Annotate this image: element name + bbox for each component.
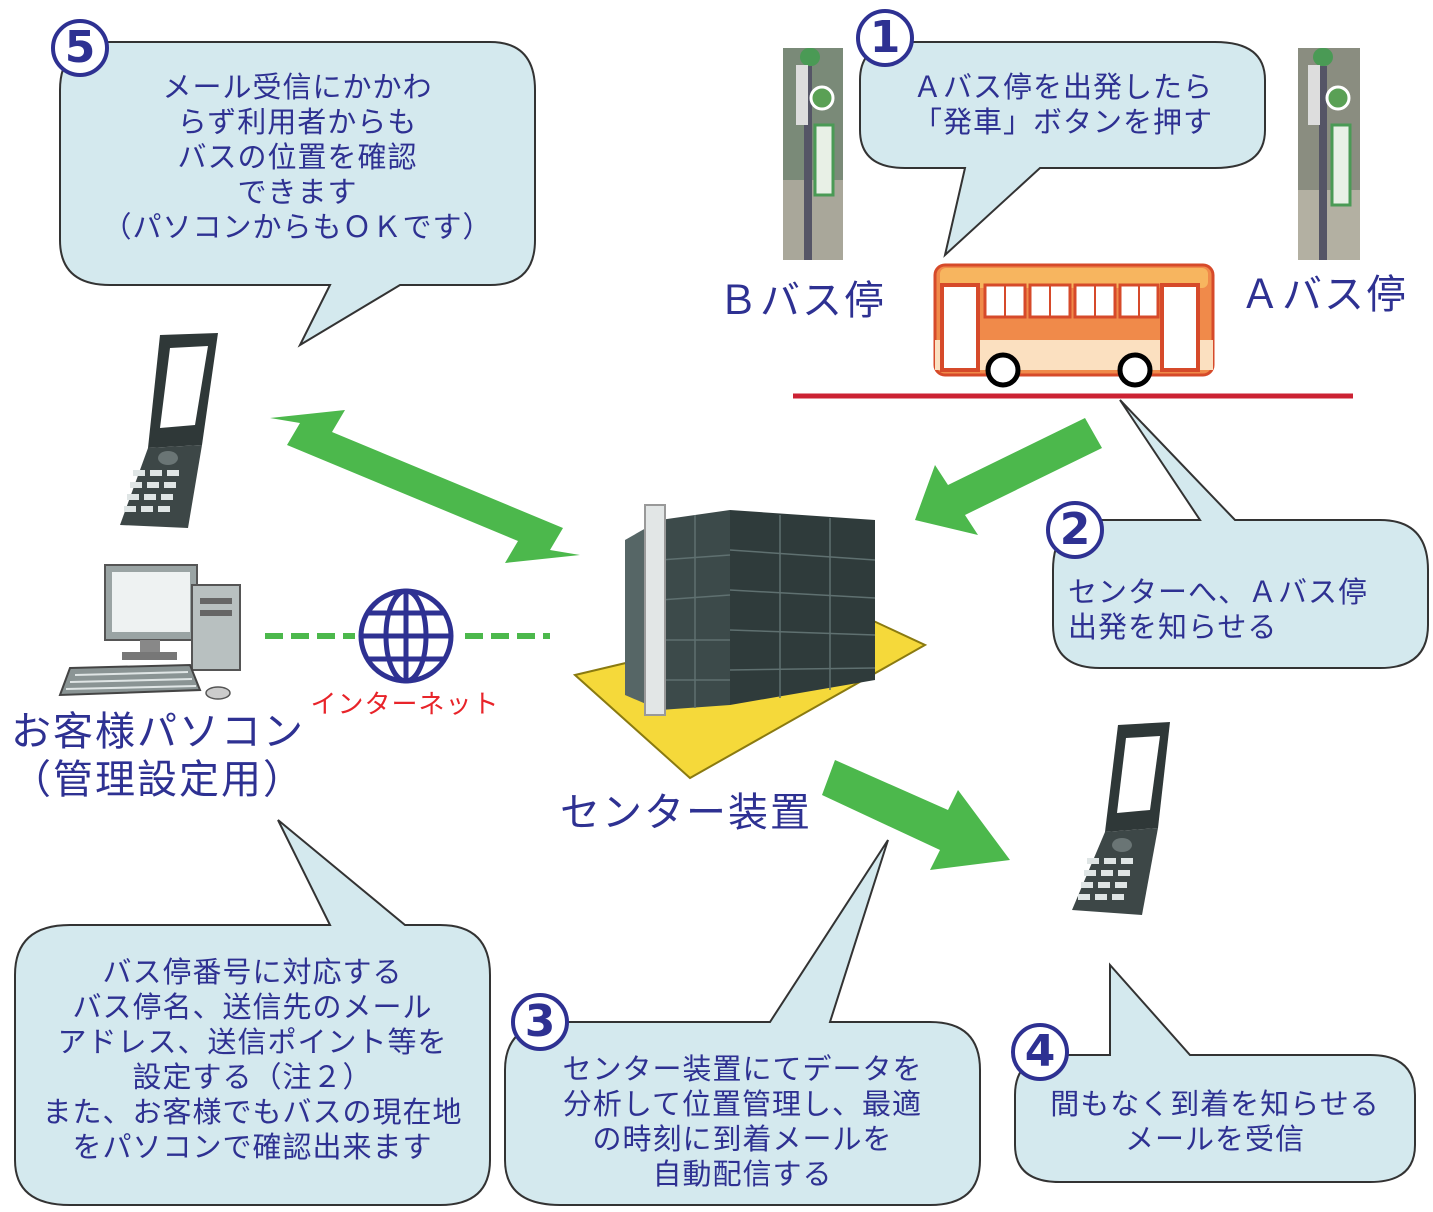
step2-text: センターへ、Ａバス停 出発を知らせる bbox=[1068, 575, 1369, 644]
step5-text: メール受信にかかわ らず利用者からも バスの位置を確認 できます （パソコンから… bbox=[102, 70, 493, 244]
mobile-phone-bottom bbox=[1072, 722, 1170, 915]
globe-icon bbox=[358, 588, 454, 684]
step4-circle bbox=[1011, 1023, 1069, 1081]
step2-circle bbox=[1046, 501, 1104, 559]
step1-circle bbox=[856, 9, 914, 67]
step3-text: センター装置にてデータを 分析して位置管理し、最適 の時刻に到着メールを 自動配… bbox=[562, 1052, 923, 1191]
step1-number: 1 bbox=[869, 12, 901, 63]
bubble-step1 bbox=[859, 41, 1266, 258]
internet-label: インターネット bbox=[310, 690, 500, 720]
bus-illustration bbox=[933, 263, 1215, 388]
arrow-bus-center bbox=[915, 418, 1102, 535]
customer-pc-label: お客様パソコン （管理設定用） bbox=[11, 709, 305, 803]
step4-text: 間もなく到着を知らせる メールを受信 bbox=[1050, 1087, 1380, 1156]
bubble-step2 bbox=[1052, 399, 1429, 669]
step4-number: 4 bbox=[1024, 1026, 1056, 1077]
bubble-step4 bbox=[1014, 962, 1416, 1183]
arrow-center-phone bbox=[822, 760, 1010, 870]
step3-circle bbox=[511, 993, 569, 1051]
bus-stop-a-photo bbox=[1298, 48, 1360, 260]
bus-stop-a-label: Ａバス停 bbox=[1240, 272, 1408, 318]
note-text: バス停番号に対応する バス停名、送信先のメール アドレス、送信ポイント等を 設定… bbox=[42, 955, 463, 1164]
desktop-pc bbox=[58, 564, 241, 700]
step2-number: 2 bbox=[1059, 504, 1091, 555]
bubble-note bbox=[14, 819, 491, 1206]
bubble-step3 bbox=[504, 839, 981, 1206]
step1-text: Ａバス停を出発したら 「発車」ボタンを押す bbox=[912, 70, 1213, 139]
center-label: センター装置 bbox=[560, 790, 812, 836]
center-server-building bbox=[572, 504, 928, 780]
step5-number: 5 bbox=[64, 22, 96, 73]
bubble-step5 bbox=[59, 41, 536, 348]
step3-number: 3 bbox=[524, 996, 556, 1047]
bus-stop-b-photo bbox=[783, 48, 843, 260]
step5-circle bbox=[51, 19, 109, 77]
mobile-phone-top bbox=[120, 333, 218, 528]
bus-stop-b-label: Ｂバス停 bbox=[718, 278, 886, 324]
arrow-phone-center bbox=[270, 410, 580, 563]
